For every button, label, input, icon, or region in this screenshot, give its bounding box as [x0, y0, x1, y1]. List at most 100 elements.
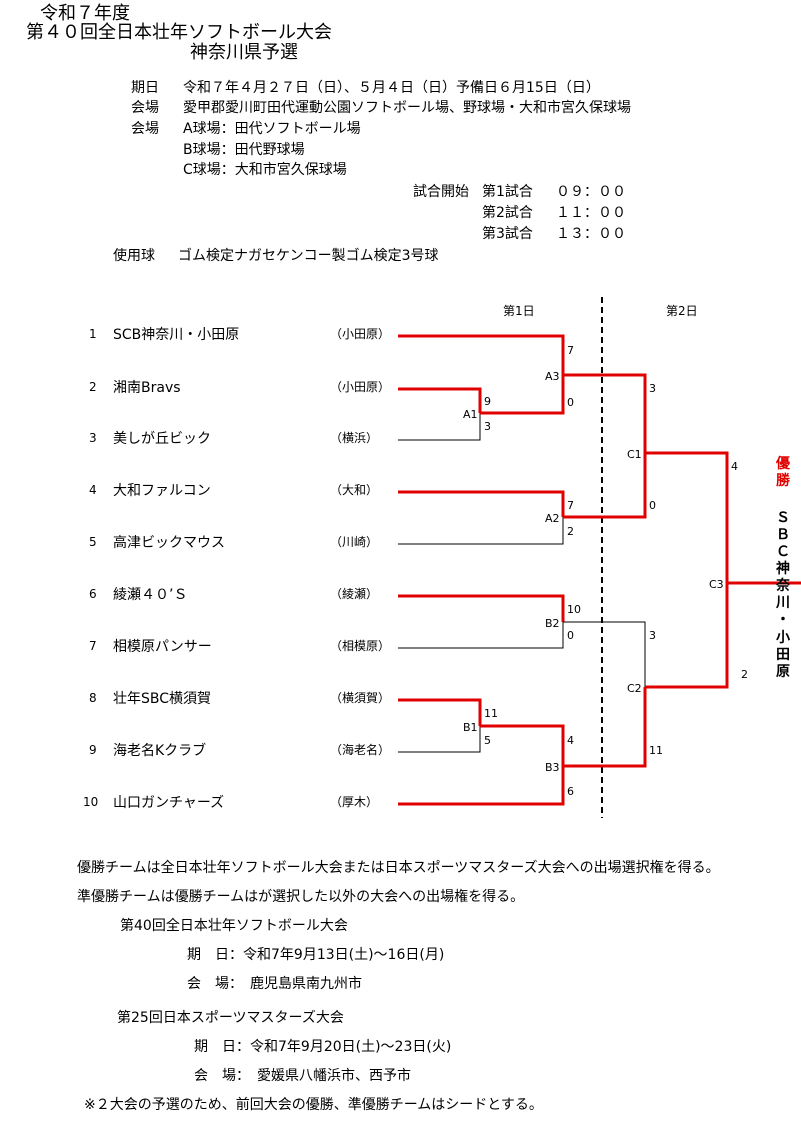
- team-name: 海老名Kクラブ: [113, 743, 207, 759]
- line-c1-winner: [645, 451, 729, 583]
- champion-name-char: 小: [776, 629, 790, 646]
- line-team10: [398, 766, 565, 806]
- team-area: （川崎）: [330, 535, 379, 549]
- event2-title: 第25回日本スポーツマスターズ大会: [117, 1010, 344, 1026]
- match-a2-label: A2: [545, 512, 560, 525]
- line-b1-winner: [480, 724, 565, 766]
- team-area: （横浜）: [330, 431, 379, 445]
- champion-name-char: 神: [776, 561, 790, 578]
- champion-label-char: 勝: [776, 473, 790, 490]
- line-team2: [398, 387, 482, 413]
- match-b3-label: B3: [545, 761, 560, 774]
- date-label: 期日: [131, 80, 159, 96]
- game2-time: １１：００: [556, 205, 626, 221]
- champion-name-char: 川: [776, 595, 790, 612]
- note-line-1: 優勝チームは全日本壮年ソフトボール大会または日本スポーツマスターズ大会への出場選…: [77, 860, 720, 876]
- line-b2-winner: [563, 621, 646, 687]
- match-a2-score-bottom: 2: [567, 525, 574, 538]
- team-name: SCB神奈川・小田原: [113, 327, 240, 343]
- line-team5: [398, 517, 564, 545]
- footnote: ※２大会の予選のため、前回大会の優勝、準優勝チームはシードとする。: [84, 1097, 543, 1113]
- match-a1-score-top: 9: [484, 395, 491, 408]
- field-b: B球場：田代野球場: [183, 142, 305, 158]
- page-subtitle: 神奈川県予選: [190, 42, 298, 63]
- team-area: （大和）: [330, 483, 379, 497]
- line-team7: [398, 622, 564, 649]
- team-name: 大和ファルコン: [113, 483, 211, 499]
- match-c3-label: C3: [709, 578, 724, 591]
- team-number: 7: [89, 639, 97, 653]
- event1-date: 期 日：令和7年9月13日(土)～16日(月): [187, 947, 445, 963]
- match-a3-score-bottom: 0: [567, 396, 574, 409]
- line-b3-winner: [563, 687, 647, 768]
- line-a2-winner: [563, 453, 647, 519]
- line-a3-winner: [563, 373, 647, 453]
- team-area: （海老名）: [330, 743, 391, 757]
- match-c2-label: C2: [627, 682, 642, 695]
- team-number: 5: [89, 535, 97, 549]
- match-c2-score-top: 3: [649, 629, 656, 642]
- game3-time: １３：００: [556, 226, 626, 242]
- match-b1-score-bottom: 5: [484, 734, 491, 747]
- game3-label: 第3試合: [482, 226, 533, 242]
- team-area: （厚木）: [330, 795, 379, 809]
- match-a1-score-bottom: 3: [484, 420, 491, 433]
- match-c1-label: C1: [627, 448, 642, 461]
- game1-label: 第1試合: [482, 184, 533, 200]
- match-b3-score-bottom: 6: [567, 785, 574, 798]
- champion-name-char: Ｂ: [776, 527, 790, 544]
- day2-label: 第2日: [666, 304, 698, 318]
- line-team6: [398, 594, 565, 622]
- team-area: （小田原）: [330, 327, 391, 341]
- match-c2-score-bottom: 11: [649, 744, 663, 757]
- event2-venue: 会 場： 愛媛県八幡浜市、西予市: [194, 1068, 411, 1084]
- field-c: C球場：大和市宮久保球場: [183, 162, 347, 178]
- team-name: 山口ガンチャーズ: [113, 795, 225, 811]
- line-team4: [398, 490, 565, 517]
- field-a: A球場：田代ソフトボール場: [183, 121, 361, 137]
- team-number: 1: [89, 327, 97, 341]
- team-number: 2: [89, 380, 97, 394]
- champion-name-char: 田: [776, 646, 790, 663]
- champion-name-char: Ｓ: [776, 510, 790, 526]
- ball-label: 使用球: [113, 248, 155, 264]
- team-area: （相模原）: [330, 639, 391, 653]
- line-team1: [398, 334, 565, 375]
- page-title: 第４０回全日本壮年ソフトボール大会: [26, 22, 332, 43]
- match-c3-score-top: 4: [731, 460, 738, 473]
- date-value: 令和７年４月２７日（日）、５月４日（日）予備日６月15日（日）: [183, 80, 600, 96]
- match-b1-label: B1: [463, 721, 478, 734]
- game1-time: ０９：００: [556, 184, 626, 200]
- team-name: 高津ビックマウス: [113, 535, 225, 551]
- venue-value: 愛甲郡愛川町田代運動公園ソフトボール場、野球場・大和市宮久保球場: [183, 100, 631, 116]
- match-b1-score-top: 11: [484, 707, 498, 720]
- match-c1-score-top: 3: [649, 382, 656, 395]
- champion-name-char: 奈: [776, 578, 790, 595]
- game2-label: 第2試合: [482, 205, 533, 221]
- match-b2-score-top: 10: [567, 603, 581, 616]
- team-number: 6: [89, 587, 97, 601]
- match-c1-score-bottom: 0: [649, 499, 656, 512]
- team-area: （小田原）: [330, 380, 391, 394]
- venue2-label: 会場: [131, 121, 159, 137]
- match-a2-score-top: 7: [567, 499, 574, 512]
- match-a3-score-top: 7: [567, 344, 574, 357]
- champion-name-char: 原: [776, 663, 790, 680]
- team-name: 相模原パンサー: [113, 639, 212, 655]
- team-number: 8: [89, 691, 97, 705]
- team-area: （横須賀）: [330, 691, 391, 705]
- ball-value: ゴム検定ナガセケンコー製ゴム検定3号球: [178, 248, 439, 264]
- team-name: 美しが丘ビック: [113, 431, 211, 447]
- match-b2-label: B2: [545, 617, 560, 630]
- line-team3: [398, 413, 481, 441]
- match-b2-score-bottom: 0: [567, 629, 574, 642]
- year-heading: 令和７年度: [40, 3, 130, 24]
- team-name: 壮年SBC横須賀: [113, 691, 212, 707]
- champion-name-char: Ｃ: [776, 544, 790, 561]
- champion-label: 優勝: [771, 456, 795, 490]
- match-b3-score-top: 4: [567, 734, 574, 747]
- champion-label-char: 優: [776, 456, 790, 472]
- line-a1-winner: [480, 375, 565, 415]
- note-line-2: 準優勝チームは優勝チームはが選択した以外の大会への出場権を得る。: [77, 889, 525, 905]
